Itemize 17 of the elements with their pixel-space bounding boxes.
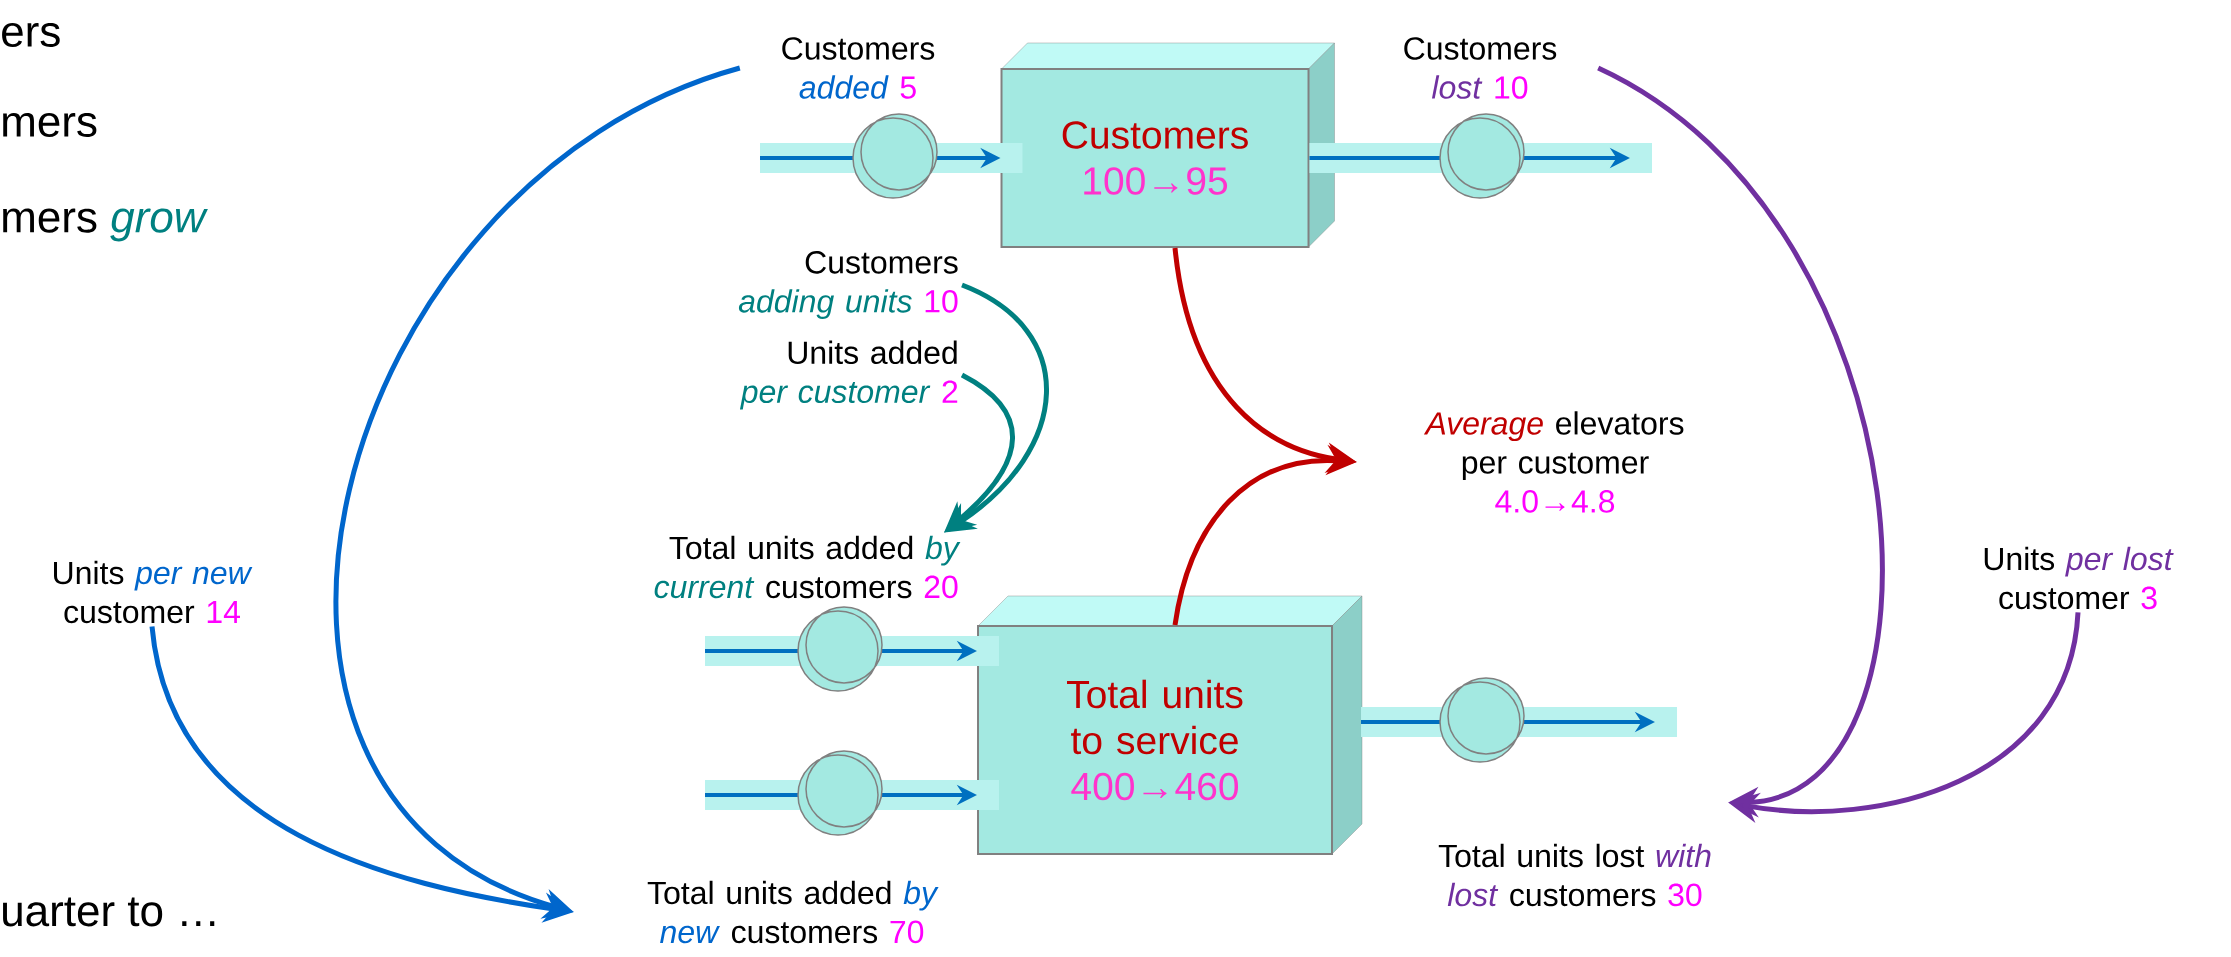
stock-box: Total units to service 400→460 bbox=[977, 595, 1363, 855]
slide-text: mers grow bbox=[3, 208, 208, 242]
variable-label: Total units added by new customers 70 bbox=[647, 880, 939, 944]
variable-label: Units per lost customer 3 bbox=[1984, 546, 2174, 610]
variable-label: Units per new customer 14 bbox=[54, 560, 253, 624]
slide-text: ers bbox=[2, 22, 60, 48]
slide-text: mers bbox=[3, 112, 97, 138]
variable-label: Units added per customer 2 bbox=[739, 340, 958, 410]
arrow bbox=[1596, 65, 1885, 818]
variable-label: Total units lost with lost customers 30 bbox=[1438, 843, 1711, 907]
variable-label: Customers adding units 10 bbox=[738, 251, 958, 319]
variable-label: Customers lost 10 bbox=[1404, 37, 1557, 99]
variable-label: Customers added 5 bbox=[782, 37, 935, 99]
variable-label: Total units added by current customers 20 bbox=[654, 535, 961, 599]
stock-box: Customers 100→95 bbox=[1000, 42, 1335, 248]
slide-text: uarter to … bbox=[3, 897, 215, 927]
variable-label: Average elevators per customer 4.0→4.8 bbox=[1423, 411, 1684, 513]
